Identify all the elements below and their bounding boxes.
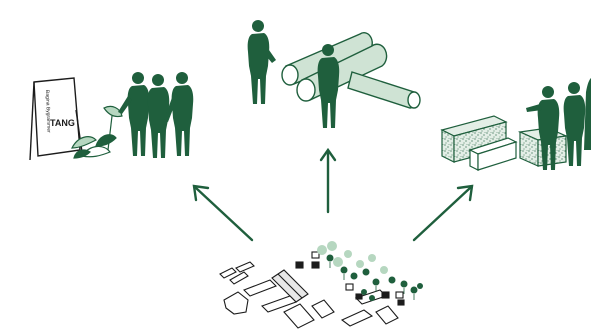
people-group-left bbox=[118, 72, 194, 158]
arrow-to-right bbox=[412, 184, 474, 242]
people-group-right bbox=[526, 78, 591, 170]
site-trees bbox=[317, 241, 423, 301]
site-plan-icon bbox=[219, 251, 405, 329]
person-pipes-left bbox=[247, 20, 276, 104]
leaf-plant-icon bbox=[71, 105, 123, 159]
arrow-to-center bbox=[319, 147, 337, 214]
sign-side-text: Bagina Bygrammer bbox=[44, 90, 52, 133]
arrow-to-left bbox=[192, 184, 254, 242]
pipe-stack-icon bbox=[281, 32, 421, 109]
sign-title: TANG bbox=[50, 118, 75, 128]
